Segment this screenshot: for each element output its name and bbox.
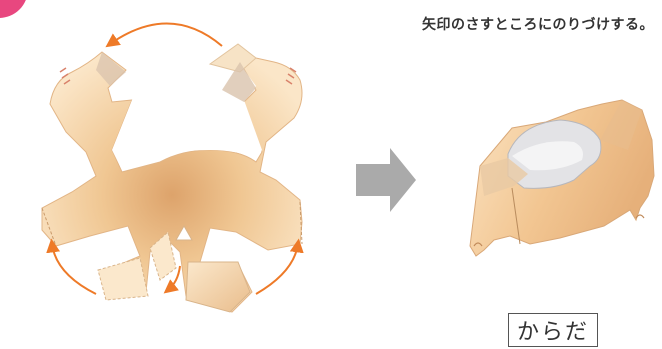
curved-arrow-icon — [105, 22, 223, 48]
assembled-body — [469, 99, 655, 257]
instruction-text: 矢印のさすところにのりづけする。 — [422, 17, 654, 33]
curved-arrow-icon — [163, 265, 181, 294]
part-label: からだ — [508, 313, 598, 347]
unfolded-body-template — [41, 43, 303, 313]
curved-arrow-icon — [46, 238, 97, 295]
glue-arrows — [46, 22, 304, 295]
curved-arrow-icon — [255, 238, 304, 295]
step-arrow-icon — [356, 148, 416, 212]
